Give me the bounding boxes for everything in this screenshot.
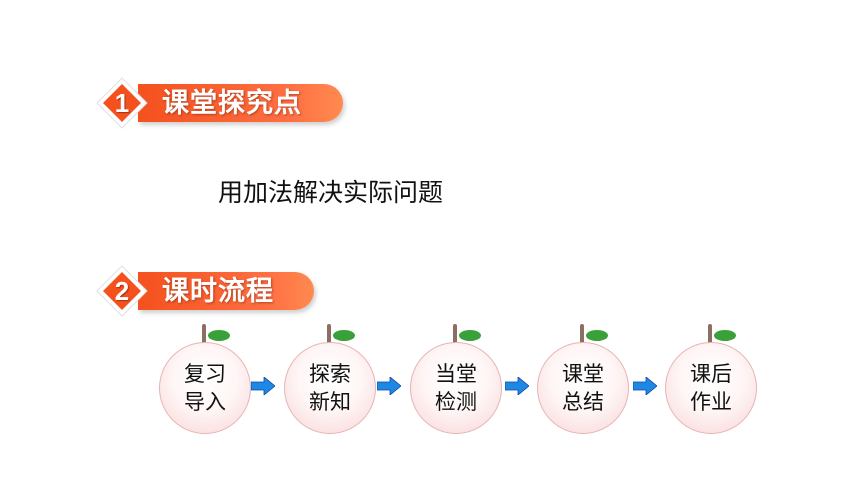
leaf-icon bbox=[586, 330, 608, 341]
right-arrow-icon bbox=[505, 377, 529, 395]
section-title: 课堂探究点 bbox=[162, 88, 302, 119]
stem-icon bbox=[453, 324, 457, 348]
section-number: 2 bbox=[114, 276, 130, 306]
peach-icon bbox=[537, 342, 629, 434]
leaf-icon bbox=[333, 330, 355, 341]
stem-icon bbox=[202, 324, 206, 348]
flow-step-summary: 课堂 总结 bbox=[537, 322, 629, 434]
peach-icon bbox=[665, 342, 757, 434]
diamond-badge-icon: 1 bbox=[94, 75, 150, 131]
flow-step-test: 当堂 检测 bbox=[410, 322, 502, 434]
peach-icon bbox=[159, 342, 251, 434]
flow-step-label: 复习 导入 bbox=[184, 362, 226, 414]
leaf-icon bbox=[714, 330, 736, 341]
leaf-icon bbox=[208, 330, 230, 341]
section-banner-1: 课堂探究点 1 bbox=[94, 75, 344, 131]
peach-icon bbox=[410, 342, 502, 434]
right-arrow-icon bbox=[251, 377, 275, 395]
section-number: 1 bbox=[114, 88, 130, 118]
leaf-icon bbox=[459, 330, 481, 341]
section-title-bar bbox=[138, 84, 343, 122]
right-arrow-icon bbox=[633, 377, 657, 395]
flow-step-label: 当堂 检测 bbox=[435, 362, 477, 414]
stem-icon bbox=[327, 324, 331, 348]
section-title: 课时流程 bbox=[162, 276, 274, 307]
flow-step-review: 复习 导入 bbox=[159, 322, 251, 434]
topic-text: 用加法解决实际问题 bbox=[218, 178, 444, 207]
flow-step-homework: 课后 作业 bbox=[665, 322, 757, 434]
flow-step-explore: 探索 新知 bbox=[284, 322, 376, 434]
flow-step-label: 课后 作业 bbox=[690, 362, 732, 414]
section-title-bar bbox=[138, 272, 314, 310]
stem-icon bbox=[580, 324, 584, 348]
flow-step-label: 探索 新知 bbox=[309, 362, 351, 414]
section-banner-2: 课时流程 2 bbox=[94, 263, 324, 319]
right-arrow-icon bbox=[377, 377, 401, 395]
diamond-badge-icon: 2 bbox=[94, 263, 150, 319]
flow-step-label: 课堂 总结 bbox=[562, 362, 604, 414]
stem-icon bbox=[708, 324, 712, 348]
peach-icon bbox=[284, 342, 376, 434]
